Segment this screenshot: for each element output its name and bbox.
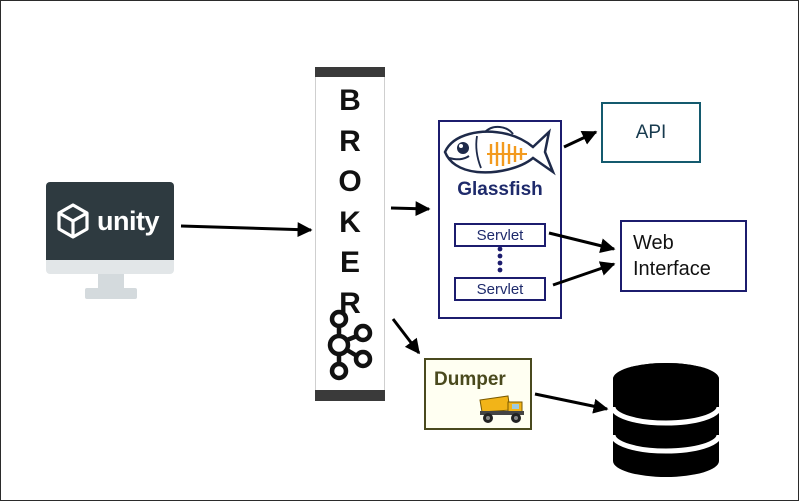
database-icon — [613, 363, 719, 477]
servlet-box: Servlet — [454, 223, 546, 247]
broker-letter: B — [339, 84, 361, 117]
glassfish-fish-icon — [443, 126, 556, 176]
arrow-dumper-to-database — [534, 392, 609, 414]
broker-letter: R — [339, 286, 361, 320]
servlet-box: Servlet — [454, 277, 546, 301]
broker-label: B R O K E R — [315, 81, 385, 324]
arrow-glassfish-to-api — [563, 130, 598, 149]
api-label: API — [635, 121, 667, 143]
broker-letter: R — [339, 124, 361, 158]
arrow-broker-to-glassfish — [390, 201, 431, 217]
monitor-bezel — [46, 260, 174, 274]
ellipsis-dots — [497, 246, 503, 273]
broker-cap-bottom — [315, 390, 385, 401]
dumper-label: Dumper — [434, 369, 506, 390]
monitor-stand — [98, 274, 124, 288]
api-box: API — [601, 102, 701, 163]
arrow-servlet2-to-web — [552, 261, 616, 287]
broker-letter: E — [339, 246, 360, 279]
dump-truck-icon — [479, 395, 524, 423]
arrow-broker-to-dumper — [391, 318, 421, 355]
web-interface-box — [620, 220, 747, 292]
broker-cap-top — [315, 67, 385, 77]
arrow-unity-to-broker — [180, 222, 313, 238]
monitor-screen — [46, 182, 174, 260]
broker-letter: O — [338, 165, 362, 198]
web-interface-line1: Web — [633, 232, 674, 254]
unity-logo: unity — [53, 201, 169, 241]
broker-letter: K — [339, 205, 361, 239]
kafka-icon — [327, 309, 373, 381]
web-interface-label: Web Interface — [633, 230, 743, 282]
glassfish-label: Glassfish — [457, 179, 543, 200]
monitor-base — [85, 288, 137, 299]
unity-logo-text: unity — [97, 205, 160, 236]
unity-logo-icon — [57, 203, 89, 239]
web-interface-line2: Interface — [633, 258, 711, 280]
